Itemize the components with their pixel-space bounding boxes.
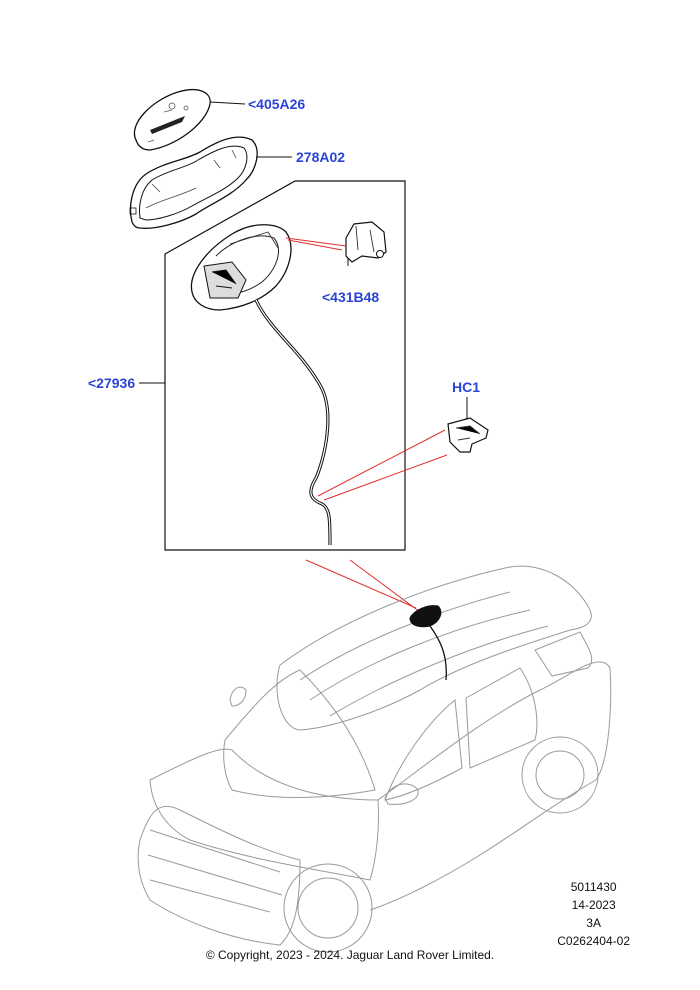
illustration-id: C0262404-02 [557, 934, 630, 948]
filler-tube-on-vehicle [429, 625, 447, 681]
assembly-frame [164, 180, 406, 551]
reference-number: 5011430 [570, 880, 617, 894]
leader-fuel-flap-cover [209, 101, 246, 105]
callout-actuator[interactable]: <431B48 [322, 289, 379, 305]
drain-tube-part[interactable] [254, 299, 332, 546]
copyright-notice: © Copyright, 2023 - 2024. Jaguar Land Ro… [205, 948, 495, 962]
actuator-part[interactable] [345, 221, 387, 266]
callout-fuel-flap-cover[interactable]: <405A26 [248, 96, 305, 112]
revision: 3A [586, 916, 601, 930]
filler-housing-part[interactable] [190, 224, 292, 311]
callout-assembly[interactable]: <27936 [88, 375, 135, 391]
leader-vehicle-2 [349, 559, 421, 613]
leader-vehicle-1 [305, 559, 417, 609]
filler-location-marker [409, 605, 442, 628]
vehicle-outline [137, 565, 612, 953]
callout-clip[interactable]: HC1 [452, 379, 480, 395]
callout-housing-seal[interactable]: 278A02 [296, 149, 345, 165]
clip-part[interactable] [447, 417, 489, 453]
date-code: 14-2023 [571, 898, 616, 912]
leader-clip-a [317, 429, 446, 497]
housing-seal-part[interactable] [129, 136, 258, 229]
leader-clip-b [323, 454, 448, 501]
fuel-flap-cover-part[interactable] [133, 89, 211, 151]
leader-actuator-1 [285, 237, 347, 247]
leader-actuator-2 [287, 239, 343, 251]
diagram-meta: 5011430 14-2023 3A C0262404-02 [557, 878, 630, 950]
drain-tube-highlight [255, 299, 331, 546]
